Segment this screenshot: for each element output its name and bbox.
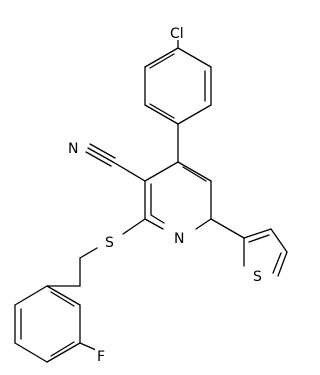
nitrile-group xyxy=(85,143,146,182)
nitrile-nitrogen-label: N xyxy=(68,141,78,157)
thiophene-sulfur-label: S xyxy=(253,269,262,285)
chlorine-label: Cl xyxy=(170,26,184,42)
pyridine-ring xyxy=(144,123,212,230)
fluorine-label: F xyxy=(97,349,105,365)
chlorine-label-bg xyxy=(166,24,190,40)
thioether-sulfur-bg xyxy=(102,233,118,249)
ring-nitrogen-bg xyxy=(170,229,186,245)
nitrile-nitrogen-bg xyxy=(64,138,80,154)
thiophene-ring xyxy=(210,218,288,277)
thioether-linker xyxy=(79,218,146,287)
thioether-sulfur-label: S xyxy=(105,235,114,251)
molecule-structure: Cl N N S S F xyxy=(14,24,288,365)
fluorine-bg xyxy=(95,347,109,363)
fluorophenyl-ring xyxy=(14,285,97,363)
thiophene-sulfur-bg xyxy=(249,266,265,282)
ring-nitrogen-label: N xyxy=(174,231,184,247)
chlorophenyl-ring xyxy=(144,37,212,125)
